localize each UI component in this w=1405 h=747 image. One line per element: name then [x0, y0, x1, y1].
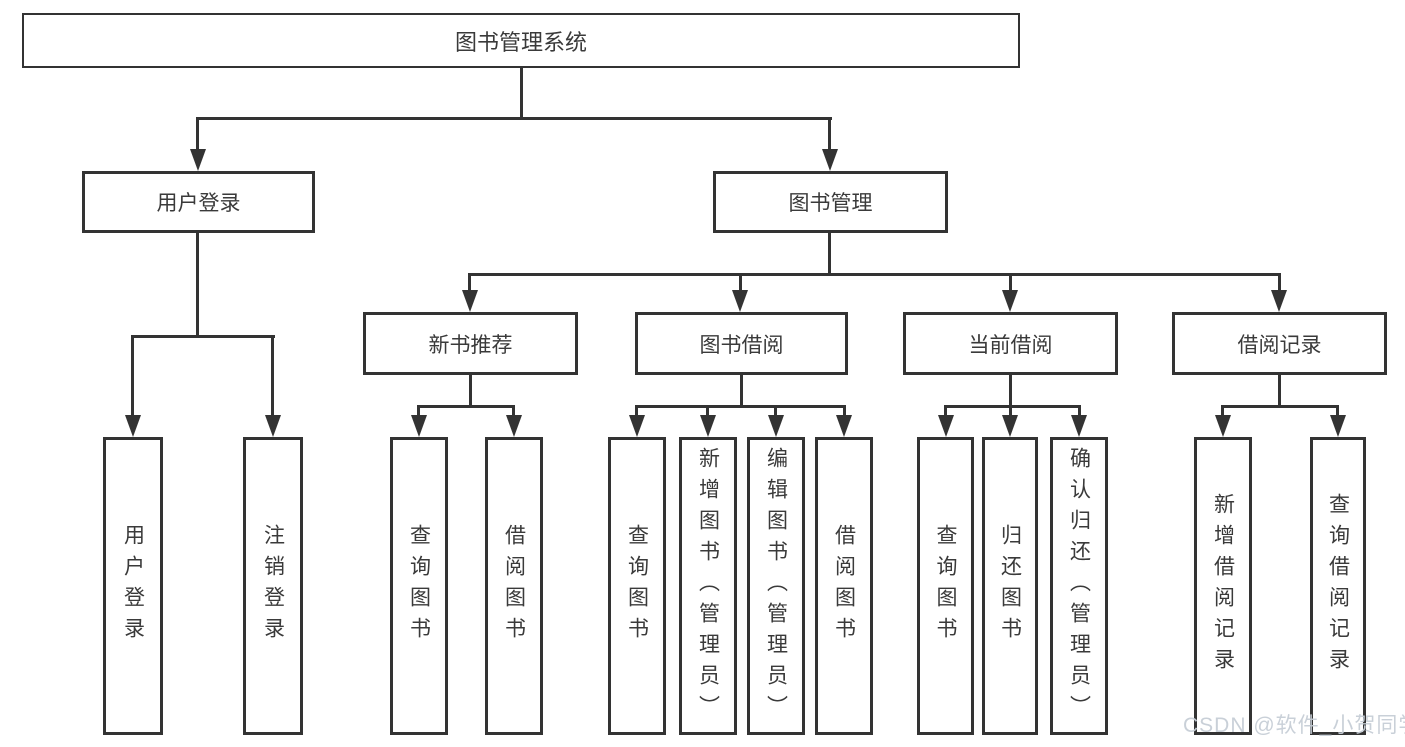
- node-borrowing-records: 借阅记录: [1172, 312, 1387, 375]
- leaf-borrow-books: 借阅图书: [815, 437, 873, 735]
- connector-group-down: [469, 375, 472, 407]
- connector-leaf-stem: [1336, 405, 1339, 419]
- connector-leaf-stem: [843, 405, 846, 419]
- arrow-down-icon: [190, 149, 206, 171]
- leaf-user-login: 用户登录: [103, 437, 163, 735]
- node-current-borrowing: 当前借阅: [903, 312, 1118, 375]
- arrow-down-icon: [1271, 290, 1287, 312]
- connector-group-stem: [1278, 273, 1281, 293]
- arrow-down-icon: [1002, 415, 1018, 437]
- connector-group-split: [944, 405, 1081, 408]
- connector-root-stem: [520, 68, 523, 118]
- arrow-down-icon: [462, 290, 478, 312]
- csdn-watermark: CSDN @软件_小贺同学: [1183, 714, 1405, 737]
- node-book-management: 图书管理: [713, 171, 948, 233]
- arrow-down-icon: [1002, 290, 1018, 312]
- connector-leaf-stem: [271, 335, 274, 419]
- connector-leaf-stem: [1078, 405, 1081, 419]
- connector-userlogin-down: [196, 233, 199, 338]
- arrow-down-icon: [125, 415, 141, 437]
- connector-bookmgmt-branch: [468, 273, 1281, 276]
- connector-leaf-stem: [417, 405, 420, 419]
- connector-group-down: [1009, 375, 1012, 407]
- leaf-add-borrow-record: 新增借阅记录: [1194, 437, 1252, 735]
- connector-group-split: [635, 405, 846, 408]
- node-user-login: 用户登录: [82, 171, 315, 233]
- connector-group-stem: [468, 273, 471, 293]
- connector-group-down: [1278, 375, 1281, 407]
- connector-group-stem: [739, 273, 742, 293]
- leaf-query-books-recommend: 查询图书: [390, 437, 448, 735]
- leaf-return-books: 归还图书: [982, 437, 1038, 735]
- arrow-down-icon: [506, 415, 522, 437]
- connector-userlogin-stem: [196, 117, 199, 153]
- connector-leaf-stem: [1221, 405, 1224, 419]
- arrow-down-icon: [1215, 415, 1231, 437]
- arrow-down-icon: [1071, 415, 1087, 437]
- connector-leaf-stem: [774, 405, 777, 419]
- connector-leaf-stem: [512, 405, 515, 419]
- leaf-confirm-return-admin: 确认归还（管理员）: [1050, 437, 1108, 735]
- connector-group-stem: [1009, 273, 1012, 293]
- connector-leaf-stem: [1009, 405, 1012, 419]
- arrow-down-icon: [411, 415, 427, 437]
- arrow-down-icon: [1330, 415, 1346, 437]
- connector-group-split: [1221, 405, 1339, 408]
- arrow-down-icon: [700, 415, 716, 437]
- arrow-down-icon: [836, 415, 852, 437]
- arrow-down-icon: [732, 290, 748, 312]
- node-book-borrowing: 图书借阅: [635, 312, 848, 375]
- arrow-down-icon: [629, 415, 645, 437]
- connector-leaf-stem: [944, 405, 947, 419]
- arrow-down-icon: [822, 149, 838, 171]
- connector-leaf-stem: [635, 405, 638, 419]
- leaf-logout: 注销登录: [243, 437, 303, 735]
- leaf-query-books-borrowing: 查询图书: [608, 437, 666, 735]
- leaf-query-borrow-record: 查询借阅记录: [1310, 437, 1366, 735]
- connector-bookmgmt-down: [828, 233, 831, 275]
- node-new-book-recommendation: 新书推荐: [363, 312, 578, 375]
- leaf-query-books-current: 查询图书: [917, 437, 974, 735]
- connector-group-split: [417, 405, 515, 408]
- leaf-add-books-admin: 新增图书（管理员）: [679, 437, 737, 735]
- leaf-borrow-books-recommend: 借阅图书: [485, 437, 543, 735]
- arrow-down-icon: [938, 415, 954, 437]
- arrow-down-icon: [265, 415, 281, 437]
- connector-group-down: [740, 375, 743, 407]
- connector-bookmgmt-stem: [828, 117, 831, 153]
- arrow-down-icon: [768, 415, 784, 437]
- leaf-edit-books-admin: 编辑图书（管理员）: [747, 437, 805, 735]
- connector-userlogin-split: [131, 335, 275, 338]
- connector-leaf-stem: [706, 405, 709, 419]
- connector-leaf-stem: [131, 335, 134, 419]
- node-library-management-system: 图书管理系统: [22, 13, 1020, 68]
- connector-root-branch: [196, 117, 832, 120]
